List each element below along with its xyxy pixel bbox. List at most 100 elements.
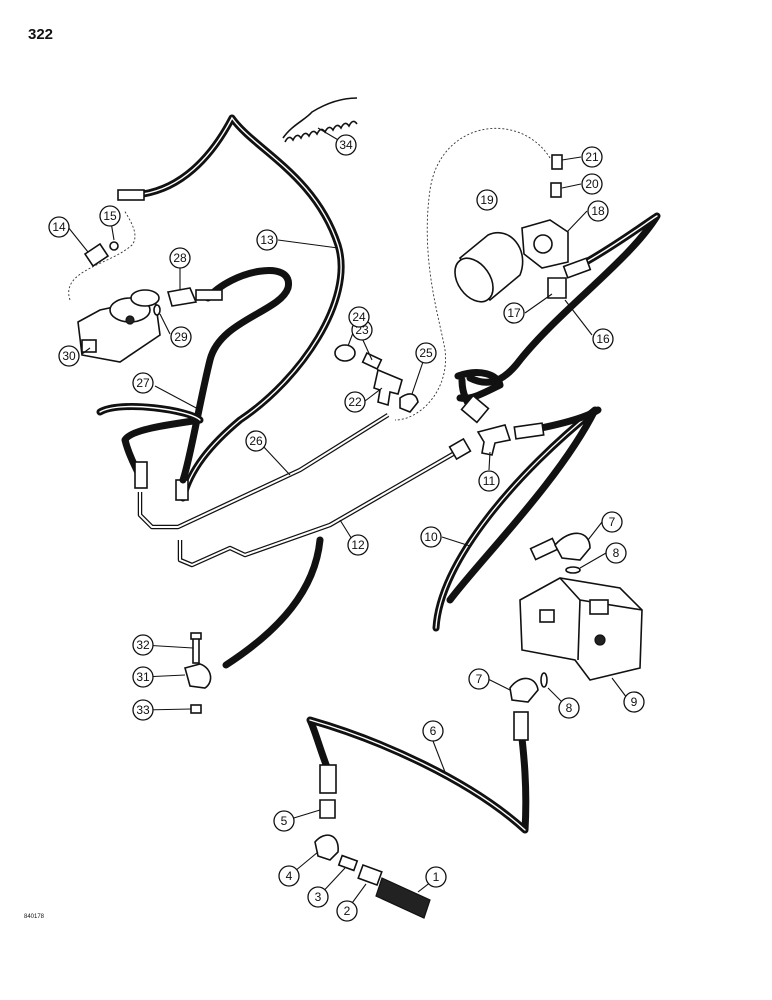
- fitting-28[interactable]: [166, 287, 198, 307]
- callout-32: 32: [132, 634, 154, 656]
- hose-to-clamp[interactable]: [222, 536, 324, 669]
- callout-10: 10: [420, 526, 442, 548]
- elbow-7-bottom[interactable]: [509, 677, 539, 703]
- svg-text:19: 19: [480, 193, 494, 207]
- nut-24[interactable]: [334, 344, 356, 362]
- callout-7-top: 7: [601, 511, 623, 533]
- svg-text:18: 18: [591, 204, 605, 218]
- svg-text:2: 2: [344, 904, 351, 918]
- callout-18: 18: [587, 200, 609, 222]
- clamp-31[interactable]: [184, 663, 212, 689]
- callout-16: 16: [592, 328, 614, 350]
- svg-text:11: 11: [483, 474, 496, 488]
- svg-text:12: 12: [351, 538, 365, 552]
- callout-15: 15: [99, 205, 121, 227]
- plug-21[interactable]: [551, 154, 563, 170]
- callout-25: 25: [415, 342, 437, 364]
- hydraulic-pump-30[interactable]: [77, 289, 161, 363]
- svg-text:20: 20: [585, 177, 599, 191]
- hose-tee-right[interactable]: [513, 406, 602, 440]
- svg-text:8: 8: [566, 701, 573, 715]
- fitting-14[interactable]: [83, 242, 110, 268]
- svg-text:31: 31: [136, 670, 150, 684]
- callout-33: 33: [132, 699, 154, 721]
- fitting-20[interactable]: [550, 182, 562, 198]
- callout-1: 1: [425, 866, 447, 888]
- callout-31: 31: [132, 666, 154, 688]
- reference-code: 840178: [24, 914, 45, 920]
- elbow-25[interactable]: [399, 393, 419, 413]
- svg-text:13: 13: [260, 233, 274, 247]
- tee-22[interactable]: [373, 368, 403, 407]
- hose-13[interactable]: [117, 114, 345, 502]
- fitting-5[interactable]: [319, 799, 336, 819]
- svg-text:3: 3: [315, 890, 322, 904]
- callout-17: 17: [503, 302, 525, 324]
- tube-12[interactable]: [177, 437, 472, 568]
- svg-text:9: 9: [631, 695, 638, 709]
- callout-3: 3: [307, 886, 329, 908]
- o-ring-29: [153, 304, 161, 316]
- callout-34: 34: [335, 134, 357, 156]
- svg-text:7: 7: [609, 515, 616, 529]
- svg-text:17: 17: [507, 306, 521, 320]
- tube-26[interactable]: [137, 413, 390, 530]
- svg-text:16: 16: [596, 332, 610, 346]
- hose-27[interactable]: [96, 267, 292, 489]
- callout-27: 27: [132, 372, 154, 394]
- callout-9: 9: [623, 691, 645, 713]
- elbow-7-top[interactable]: [554, 532, 591, 561]
- callout-4: 4: [278, 865, 300, 887]
- svg-text:27: 27: [136, 376, 150, 390]
- svg-text:30: 30: [62, 349, 76, 363]
- svg-text:6: 6: [430, 724, 437, 738]
- callout-8-bottom: 8: [558, 697, 580, 719]
- svg-text:29: 29: [174, 330, 188, 344]
- callout-7-bottom: 7: [468, 668, 490, 690]
- svg-text:22: 22: [348, 395, 362, 409]
- nut-33[interactable]: [190, 704, 202, 714]
- callout-21: 21: [581, 146, 603, 168]
- callout-26: 26: [245, 430, 267, 452]
- callout-19: 19: [476, 189, 498, 211]
- svg-text:32: 32: [136, 638, 150, 652]
- callout-2: 2: [336, 900, 358, 922]
- hose-6[interactable]: [306, 711, 530, 834]
- callout-12: 12: [347, 534, 369, 556]
- svg-text:26: 26: [249, 434, 263, 448]
- adapter-23[interactable]: [361, 352, 383, 370]
- svg-text:33: 33: [136, 703, 150, 717]
- svg-text:10: 10: [424, 530, 438, 544]
- callout-13: 13: [256, 229, 278, 251]
- elbow-4[interactable]: [314, 834, 339, 861]
- callout-24: 24: [348, 306, 370, 328]
- filter-head-18[interactable]: [521, 219, 569, 269]
- tee-11[interactable]: [476, 424, 512, 456]
- svg-text:7: 7: [476, 672, 483, 686]
- callout-30: 30: [58, 345, 80, 367]
- callout-14: 14: [48, 216, 70, 238]
- callout-28: 28: [169, 247, 191, 269]
- hose-filter-tee[interactable]: [458, 376, 490, 424]
- bolt-32[interactable]: [190, 632, 202, 664]
- nipple-3[interactable]: [337, 854, 359, 872]
- svg-text:25: 25: [419, 346, 433, 360]
- o-ring-8-bottom: [540, 672, 548, 688]
- svg-text:1: 1: [433, 870, 440, 884]
- svg-text:14: 14: [52, 220, 66, 234]
- callout-11: 11: [478, 470, 500, 492]
- svg-text:21: 21: [585, 150, 599, 164]
- svg-text:28: 28: [173, 251, 187, 265]
- control-valve-9[interactable]: [519, 577, 643, 681]
- strainer-1[interactable]: [375, 877, 431, 919]
- fitting-17[interactable]: [547, 277, 567, 299]
- adapter-2[interactable]: [357, 863, 383, 887]
- svg-text:5: 5: [281, 814, 288, 828]
- callout-29: 29: [170, 326, 192, 348]
- svg-text:15: 15: [103, 209, 117, 223]
- oil-filter-19[interactable]: [447, 232, 524, 309]
- o-ring-15: [109, 241, 119, 251]
- o-ring-8-top: [565, 566, 581, 574]
- svg-text:8: 8: [613, 546, 620, 560]
